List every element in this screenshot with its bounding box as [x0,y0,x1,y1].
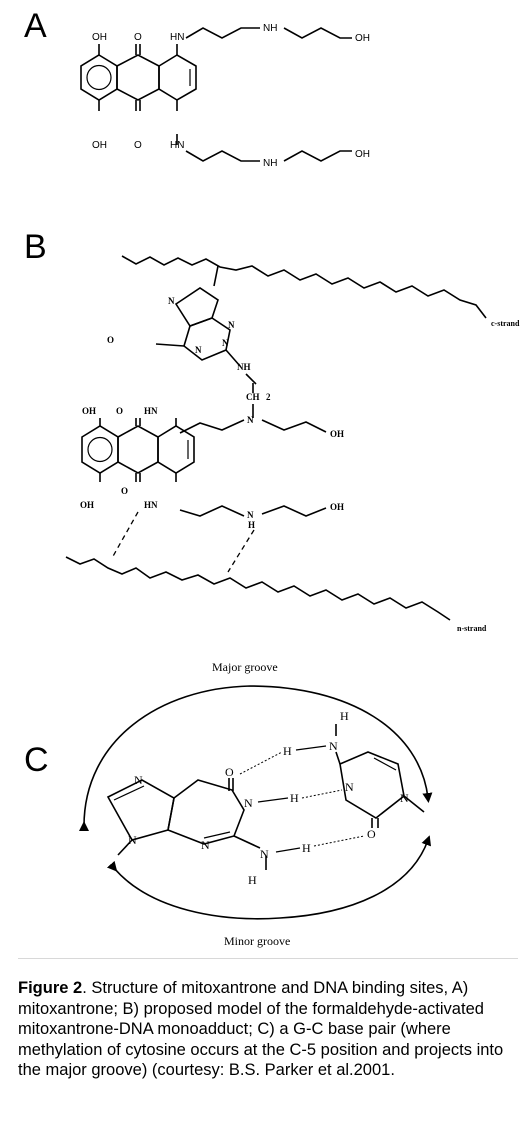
h-bond-dashed [227,529,255,573]
atom-nh: NH [263,23,277,34]
atom-h: H [290,791,299,805]
minor-groove-label: Minor groove [224,934,290,948]
panel-b-label: B [24,228,47,266]
atom-o: O [116,406,123,416]
atom-n: N [329,739,338,753]
atom-n: N [400,791,409,805]
atom-hn: HN [144,406,158,416]
atom-n: N [247,510,254,520]
h-bond-dashed [313,835,365,847]
figure-diagram: A OH [24,7,520,948]
atom-h: H [248,520,255,530]
mitoxantrone-core-b [81,418,195,482]
atom-n: N [134,773,143,787]
atom-o: O [107,335,114,345]
panel-a: A OH [24,7,370,169]
n-strand-backbone [65,556,451,621]
c-strand-label: c-strand [491,319,520,328]
atom-o: O [121,486,128,496]
c-strand-backbone [121,255,487,319]
major-groove-label: Major groove [212,660,278,674]
atom-n: N [260,847,269,861]
atom-oh: OH [355,33,370,44]
figure-caption: Figure 2. Structure of mitoxantrone and … [18,978,518,1081]
atom-h: H [302,841,311,855]
panel-c-label: C [24,741,49,779]
cytosine-base-c [335,724,425,828]
caption-divider [18,958,518,959]
atom-hn: HN [170,32,184,43]
atom-oh: OH [330,502,344,512]
guanine-base-c [106,778,267,870]
atom-hn: HN [144,500,158,510]
panel-a-label: A [24,7,47,45]
panel-c: C Major groove Minor groove N O N N N [24,660,433,948]
atom-nh: NH [237,362,251,372]
atom-n: N [247,415,254,425]
atom-n: N [244,796,253,810]
minor-groove-arrow [106,835,432,920]
guanine-base-b [155,287,241,367]
atom-oh: OH [92,32,107,43]
panel-b: B c-strand N N N N O NH CH 2 [24,228,520,633]
atom-oh: OH [80,500,94,510]
atom-h: H [340,709,349,723]
major-groove-arrow [78,685,433,832]
atom-n: N [222,338,229,348]
atom-h: H [283,744,292,758]
atom-h: H [248,873,257,887]
h-bond-dashed [111,511,139,559]
atom-ch: CH [246,392,260,402]
atom-oh: OH [355,149,370,160]
atom-oh: OH [92,140,107,151]
atom-n: N [168,296,175,306]
n-strand-label: n-strand [457,624,487,633]
atom-n: N [345,780,354,794]
atom-o: O [225,765,234,779]
atom-o: O [134,32,142,43]
atom-nh: NH [263,158,277,169]
caption-text: . Structure of mitoxantrone and DNA bind… [18,979,504,1079]
atom-oh: OH [82,406,96,416]
atom-oh: OH [330,429,344,439]
atom-n: N [228,320,235,330]
atom-n: N [195,345,202,355]
atom-n: N [201,838,210,852]
atom-hn: HN [170,140,184,151]
mitoxantrone-structure [80,27,352,162]
atom-o: O [134,140,142,151]
atom-subscript-2: 2 [266,392,271,402]
atom-o: O [367,827,376,841]
h-bond-dashed [301,789,343,799]
atom-n: N [128,833,137,847]
caption-label: Figure 2 [18,979,83,997]
h-bond-dashed [239,751,283,775]
